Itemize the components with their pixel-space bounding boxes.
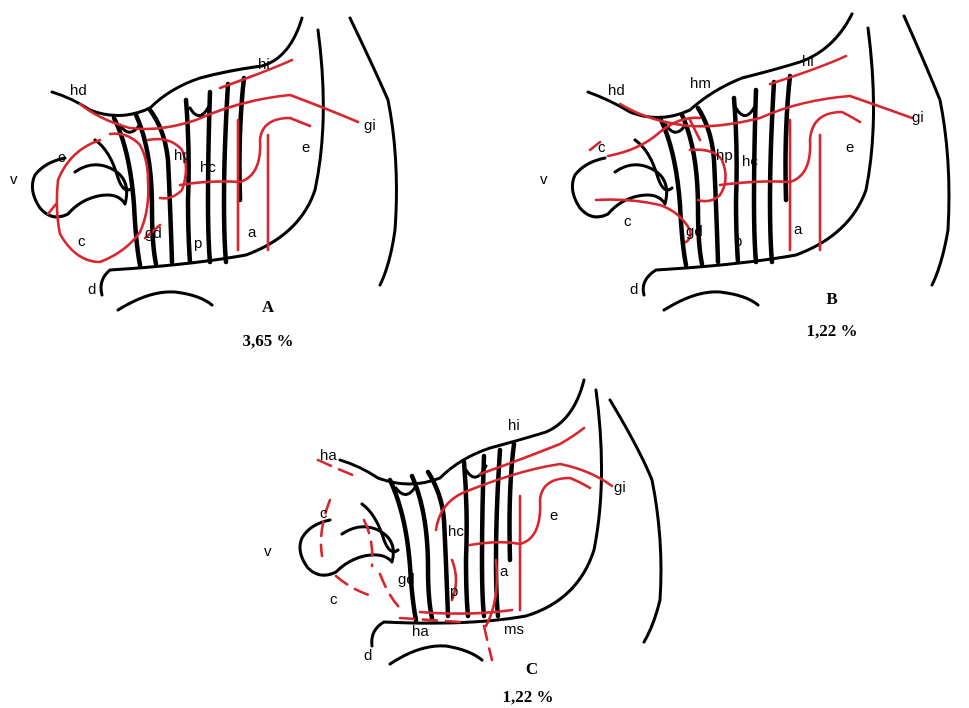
label-hi: hi bbox=[802, 53, 814, 70]
label-hd: hd bbox=[70, 82, 87, 99]
panel-letter: C bbox=[526, 659, 538, 678]
organ-outline-c bbox=[300, 380, 661, 664]
organ-outline-b bbox=[572, 14, 949, 310]
label-gi: gi bbox=[364, 117, 376, 134]
label-e: e bbox=[302, 139, 310, 156]
label-d: d bbox=[88, 281, 96, 298]
panel-letter: A bbox=[262, 297, 275, 316]
label-p: p bbox=[194, 235, 202, 252]
label-e: e bbox=[846, 139, 854, 156]
label-v: v bbox=[540, 171, 548, 188]
label-gd: gd bbox=[686, 223, 703, 240]
label-d: d bbox=[364, 647, 372, 664]
label-c-lower: c bbox=[330, 591, 338, 608]
labels-a: hd hi gi v c c hp hc e gd p a d A 3,65 % bbox=[10, 56, 376, 350]
label-ha-bottom: ha bbox=[412, 623, 429, 640]
label-hc: hc bbox=[742, 153, 758, 170]
label-ms: ms bbox=[504, 621, 524, 638]
label-v: v bbox=[10, 171, 18, 188]
label-v: v bbox=[264, 543, 272, 560]
label-hc: hc bbox=[200, 159, 216, 176]
panel-b: hd hm hi gi v c c hp hc e gd p a d B 1,2… bbox=[540, 14, 949, 340]
label-p: p bbox=[450, 583, 458, 600]
label-hp: hp bbox=[716, 147, 733, 164]
label-a: a bbox=[248, 224, 257, 241]
label-hc: hc bbox=[448, 523, 464, 540]
label-a: a bbox=[500, 563, 509, 580]
label-c-upper: c bbox=[320, 505, 328, 522]
label-e: e bbox=[550, 507, 558, 524]
label-c-upper: c bbox=[58, 149, 66, 166]
panel-percent: 1,22 % bbox=[807, 321, 858, 340]
label-c-lower: c bbox=[78, 233, 86, 250]
label-gd: gd bbox=[145, 225, 162, 242]
label-c-lower: c bbox=[624, 213, 632, 230]
label-p: p bbox=[734, 233, 742, 250]
label-c-upper: c bbox=[598, 139, 606, 156]
panel-percent: 3,65 % bbox=[243, 331, 294, 350]
panel-percent: 1,22 % bbox=[503, 687, 554, 706]
panel-a: hd hi gi v c c hp hc e gd p a d A 3,65 % bbox=[10, 18, 396, 350]
label-gi: gi bbox=[912, 109, 924, 126]
label-a: a bbox=[794, 221, 803, 238]
panel-c: ha hi gi v c c hc e gd p a ha ms d C 1,2… bbox=[264, 380, 661, 706]
label-gd: gd bbox=[398, 571, 415, 588]
label-hm: hm bbox=[690, 75, 711, 92]
label-hi: hi bbox=[508, 417, 520, 434]
panel-letter: B bbox=[826, 289, 837, 308]
label-gi: gi bbox=[614, 479, 626, 496]
label-hd: hd bbox=[608, 82, 625, 99]
label-hi: hi bbox=[258, 56, 270, 73]
label-d: d bbox=[630, 281, 638, 298]
label-hp: hp bbox=[174, 147, 191, 164]
label-ha-top: ha bbox=[320, 447, 337, 464]
